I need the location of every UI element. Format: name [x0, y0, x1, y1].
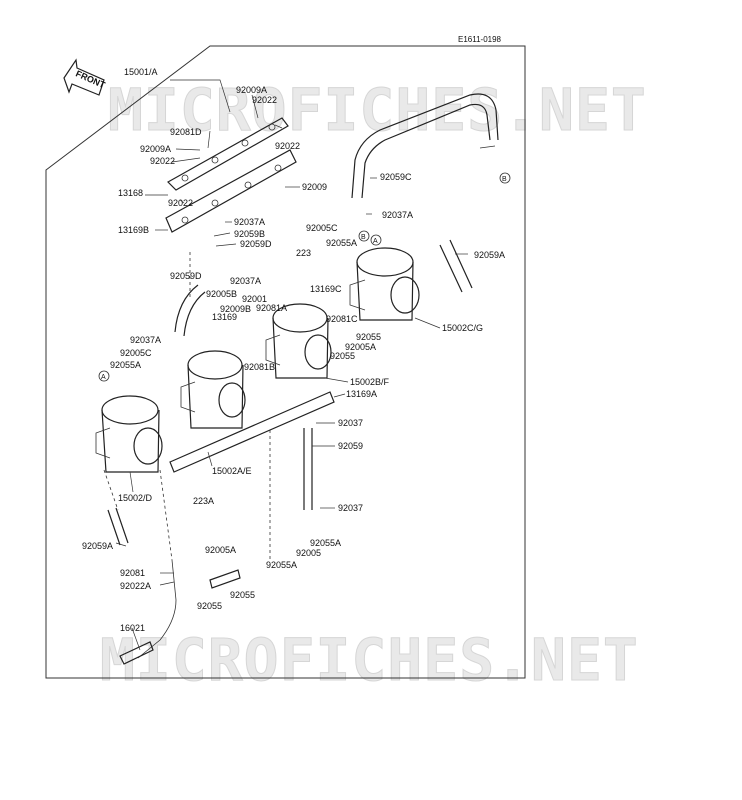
part-label: 92005A — [205, 545, 236, 555]
part-label: 92005B — [206, 289, 237, 299]
ref-marker-b-right: B — [499, 172, 511, 184]
svg-text:A: A — [101, 374, 106, 381]
part-label: 92059D — [240, 239, 272, 249]
part-label: 92081B — [244, 362, 275, 372]
watermark-top: MICROFICHES.NET — [108, 76, 647, 144]
part-label: 92037A — [130, 335, 161, 345]
part-label: 92081 — [120, 568, 145, 578]
part-label: 15001/A — [124, 67, 158, 77]
part-labels: 15001/A 92009A 92022 92081D 92022 92009A… — [82, 67, 505, 633]
part-label: 92005C — [306, 223, 338, 233]
link-plate — [169, 391, 335, 473]
diagram-code: E1611-0198 — [458, 35, 502, 44]
svg-text:B: B — [502, 176, 507, 183]
part-label: 13168 — [118, 188, 143, 198]
assembly-frame — [45, 45, 526, 679]
carburetor-3 — [265, 303, 332, 379]
part-label: 92055A — [266, 560, 297, 570]
part-label: 92055A — [110, 360, 141, 370]
part-label: 92059A — [82, 541, 113, 551]
watermark-bottom: MICROFICHES.NET — [100, 626, 639, 694]
part-label: 92001 — [242, 294, 267, 304]
part-label: 15002B/F — [350, 377, 390, 387]
part-label: 92009B — [220, 304, 251, 314]
part-label: 92037 — [338, 418, 363, 428]
lower-bracket — [165, 149, 297, 233]
part-label: 223A — [193, 496, 214, 506]
part-label: 92005A — [345, 342, 376, 352]
ref-marker-a-mid: A — [370, 234, 382, 246]
part-label: 92059D — [170, 271, 202, 281]
part-label: 92037 — [338, 503, 363, 513]
part-label: 92081A — [256, 303, 287, 313]
part-label: 92037A — [234, 217, 265, 227]
part-label: 223 — [296, 248, 311, 258]
part-label: 92005 — [296, 548, 321, 558]
part-label: 15002A/E — [212, 466, 252, 476]
part-label: 92059C — [380, 172, 412, 182]
tube-92059c — [351, 93, 499, 199]
part-label: 92005C — [120, 348, 152, 358]
part-label: 92059B — [234, 229, 265, 239]
part-label: 13169C — [310, 284, 342, 294]
part-label: 92022 — [168, 198, 193, 208]
part-label: 92055 — [330, 351, 355, 361]
part-label: 92055A — [326, 238, 357, 248]
part-label: 15002C/G — [442, 323, 483, 333]
part-label: 92022 — [275, 141, 300, 151]
ref-marker-a-left: A — [98, 370, 110, 382]
part-label: 92055 — [197, 601, 222, 611]
part-label: 13169B — [118, 225, 149, 235]
part-label: 92022A — [120, 581, 151, 591]
part-label: 92009A — [140, 144, 171, 154]
part-label: 16021 — [120, 623, 145, 633]
front-arrow-icon: FRONT — [63, 58, 107, 96]
part-label: 92037A — [382, 210, 413, 220]
part-label: 92055 — [230, 590, 255, 600]
leader-lines — [115, 79, 496, 651]
part-label: 13169A — [346, 389, 377, 399]
svg-text:B: B — [361, 234, 366, 241]
part-label: 92059 — [338, 441, 363, 451]
part-label: 92055A — [310, 538, 341, 548]
carburetor-4 — [349, 247, 420, 321]
part-label: 92059A — [474, 250, 505, 260]
part-label: 13169 — [212, 312, 237, 322]
part-label: 92081D — [170, 127, 202, 137]
carburetor-1 — [95, 395, 163, 473]
svg-text:A: A — [373, 238, 378, 245]
part-label: 92055 — [356, 332, 381, 342]
upper-bracket — [167, 117, 289, 191]
part-label: 15002/D — [118, 493, 153, 503]
throttle-cable — [137, 559, 177, 659]
part-label: 92022 — [150, 156, 175, 166]
part-label: 92009A — [236, 85, 267, 95]
part-label: 92037A — [230, 276, 261, 286]
part-label: 92022 — [252, 95, 277, 105]
part-label: 92081C — [326, 314, 358, 324]
ref-marker-b-mid: B — [358, 230, 370, 242]
part-label: 92009 — [302, 182, 327, 192]
carburetor-2 — [180, 350, 246, 429]
